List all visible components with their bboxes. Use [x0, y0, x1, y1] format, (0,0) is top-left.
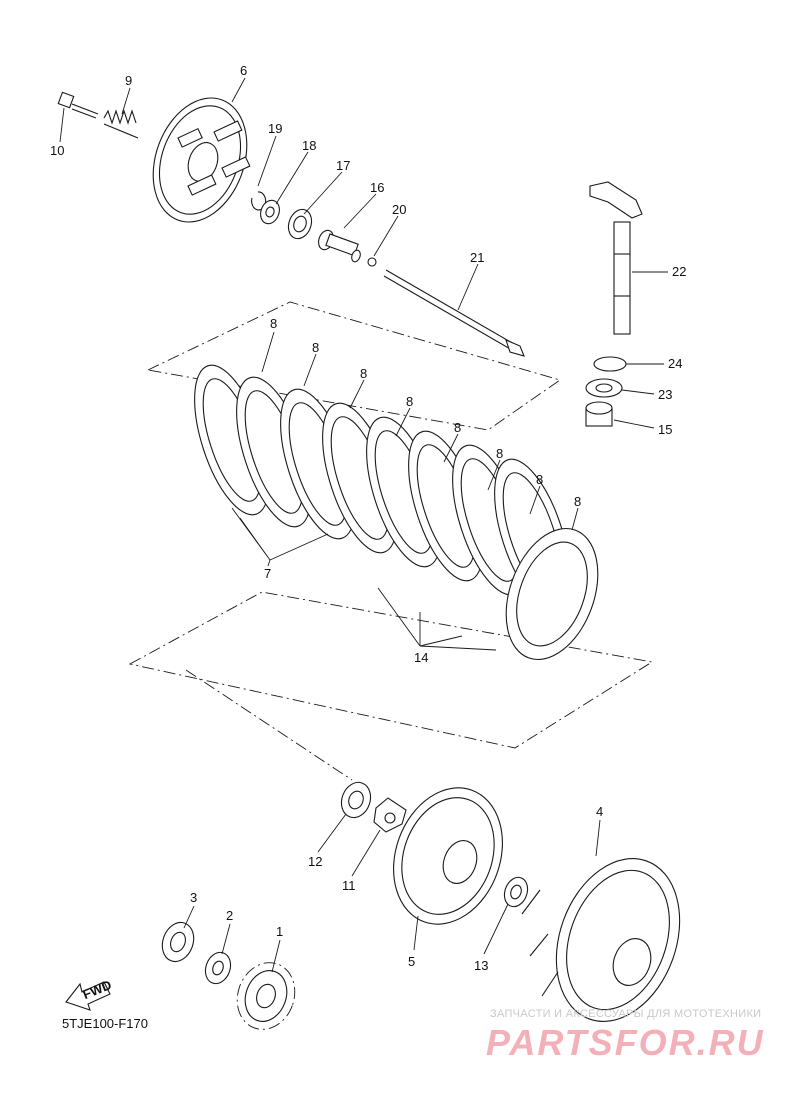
callout-6: 6 [240, 63, 247, 78]
callout-24: 24 [668, 356, 682, 371]
callout-8-g: 8 [536, 472, 543, 487]
washer-2 [204, 951, 232, 985]
callout-20: 21 [470, 250, 484, 265]
washer-11 [503, 876, 529, 908]
callout-labels: 6 9 10 19 18 17 16 20 21 22 24 23 15 8 8… [50, 63, 686, 973]
clutch-boss-5 [393, 787, 503, 925]
spacer-14 [340, 781, 372, 819]
callout-9: 9 [125, 73, 132, 88]
callout-14: 12 [308, 854, 322, 869]
callout-3: 3 [190, 890, 197, 905]
gear-1 [236, 962, 296, 1030]
callout-17: 18 [302, 138, 316, 153]
clutch-plates-stack [194, 364, 599, 661]
lock-washer-13 [373, 797, 407, 833]
callout-16: 17 [336, 158, 350, 173]
leader-lines [59, 77, 668, 973]
callout-11: 13 [474, 958, 488, 973]
callout-4: 4 [596, 804, 603, 819]
callout-8-b: 8 [312, 340, 319, 355]
push-lever-shaft-21 [589, 181, 643, 335]
callout-15: 16 [370, 180, 384, 195]
callout-23: 23 [658, 387, 672, 402]
callout-8-h: 8 [574, 494, 581, 509]
pressure-plate-6 [152, 97, 251, 223]
callout-5: 5 [408, 954, 415, 969]
fwd-arrow: FWD [65, 977, 114, 1011]
plates-dash-box-lower [128, 591, 654, 749]
callout-7: 7 [264, 566, 271, 581]
callout-8-d: 8 [406, 394, 413, 409]
washer-17 [260, 199, 280, 225]
callout-8-c: 8 [360, 366, 367, 381]
bearing-16 [287, 208, 313, 240]
callout-13: 11 [342, 878, 356, 893]
callout-18: 19 [268, 121, 282, 136]
axis-dash-line [185, 669, 353, 781]
nut-3 [161, 921, 195, 963]
callout-8-f: 8 [496, 446, 503, 461]
spring-9 [103, 109, 139, 139]
push-rod-20 [383, 269, 525, 357]
callout-19: 20 [392, 202, 406, 217]
callout-8-e: 8 [454, 420, 461, 435]
callout-2: 2 [226, 908, 233, 923]
oil-seal-23 [585, 378, 623, 398]
callout-22: 15 [658, 422, 672, 437]
bolt-10 [57, 91, 99, 119]
callout-10: 10 [50, 143, 64, 158]
watermark-subtitle: ЗАПЧАСТИ И АКСЕССУАРЫ ДЛЯ МОТОТЕХНИКИ [490, 1008, 762, 1020]
bearing-22 [585, 401, 613, 427]
callout-21: 22 [672, 264, 686, 279]
callout-8-a: 8 [270, 316, 277, 331]
drawing-code: 5TJE100-F170 [62, 1016, 148, 1031]
ring-24 [593, 356, 627, 372]
callout-12: 14 [414, 650, 428, 665]
clutch-housing-4 [521, 858, 681, 1022]
plates-dash-box-upper [146, 301, 562, 431]
watermark-logo: PARTSFOR.RU [486, 1022, 765, 1063]
push-rod-15 [318, 229, 361, 263]
callout-1: 1 [276, 924, 283, 939]
ball-19 [367, 257, 377, 267]
